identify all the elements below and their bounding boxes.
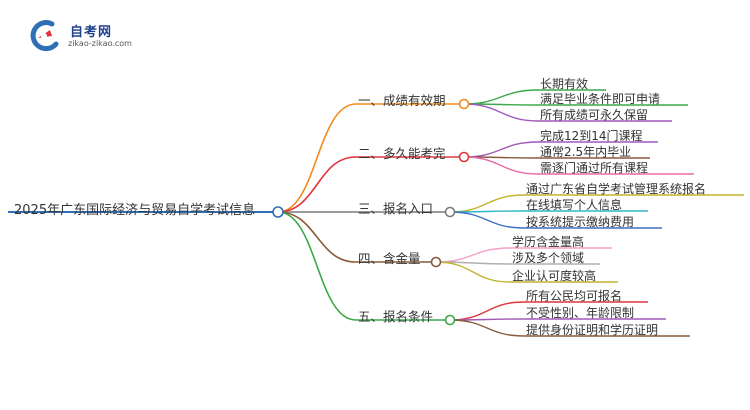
leaf-label-3-3: 按系统提示缴纳费用 — [526, 215, 635, 229]
branch-connector-2 — [277, 156, 357, 213]
leaf-connector-3-3 — [449, 211, 525, 229]
leaf-connector-2-1 — [463, 141, 539, 158]
branch-node-5[interactable] — [444, 314, 456, 326]
logo-icon — [30, 20, 59, 52]
leaf-label-1-3: 所有成绩可永久保留 — [540, 108, 649, 122]
branch-connector-1 — [277, 103, 357, 213]
branch-label-3: 三、报名入口 — [358, 201, 434, 216]
leaf-connector-4-3 — [435, 261, 511, 283]
leaf-label-2-3: 需逐门通过所有课程 — [540, 161, 649, 175]
branch-label-2: 二、多久能考完 — [358, 146, 446, 161]
branch-label-5: 五、报名条件 — [358, 309, 434, 324]
leaf-label-3-1: 通过广东省自学考试管理系统报名 — [526, 182, 707, 196]
leaf-connector-1-3 — [463, 103, 539, 122]
leaf-connector-2-3 — [463, 156, 539, 175]
root-node[interactable] — [272, 206, 284, 218]
leaf-label-3-2: 在线填写个人信息 — [526, 198, 623, 212]
branch-label-4: 四、含金量 — [358, 251, 421, 266]
branch-connector-5 — [277, 211, 357, 321]
leaf-connector-5-1 — [449, 301, 525, 321]
leaf-label-2-2: 通常2.5年内毕业 — [540, 145, 632, 159]
leaf-label-5-2: 不受性别、年龄限制 — [526, 306, 635, 320]
leaf-label-5-3: 提供身份证明和学历证明 — [526, 323, 659, 337]
connector-lines — [8, 89, 744, 337]
logo-url: zikao-zikao.com — [68, 39, 132, 48]
branch-node-1[interactable] — [458, 98, 470, 110]
leaf-label-5-1: 所有公民均可报名 — [526, 289, 623, 303]
leaf-connector-3-1 — [449, 194, 525, 213]
branch-node-3[interactable] — [444, 206, 456, 218]
branch-connector-4 — [277, 211, 357, 263]
branch-label-1: 一、成绩有效期 — [358, 93, 446, 108]
leaf-label-4-3: 企业认可度较高 — [512, 269, 597, 283]
leaf-connector-4-1 — [435, 247, 511, 263]
branch-node-2[interactable] — [458, 151, 470, 163]
root-topic: 2025年广东国际经济与贸易自学考试信息 — [14, 203, 256, 218]
logo-name: 自考网 — [70, 25, 113, 40]
leaf-label-1-1: 长期有效 — [540, 77, 589, 91]
leaf-connector-1-1 — [463, 89, 539, 105]
leaf-label-2-1: 完成12到14门课程 — [540, 129, 643, 143]
leaf-label-4-2: 涉及多个领域 — [512, 251, 585, 265]
branch-node-4[interactable] — [430, 256, 442, 268]
node-circles — [272, 98, 470, 326]
site-logo[interactable]: 自考网 zikao-zikao.com — [30, 20, 140, 52]
leaf-label-1-2: 满足毕业条件即可申请 — [540, 92, 661, 106]
leaf-connector-5-3 — [449, 319, 525, 337]
leaf-label-4-1: 学历含金量高 — [512, 235, 585, 249]
